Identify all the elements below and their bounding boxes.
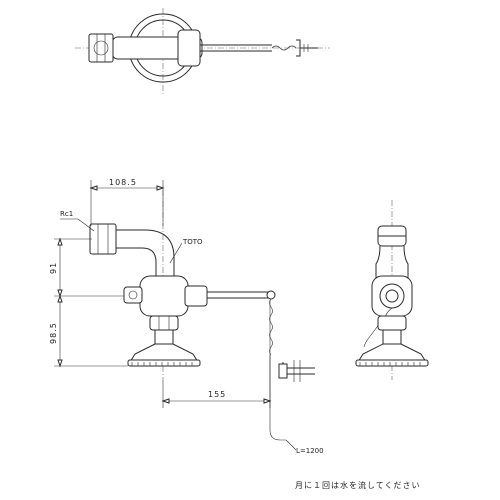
chain-leader [285, 439, 297, 451]
side-spout-rim [355, 359, 429, 367]
front-spout-bell [129, 343, 199, 363]
dim-left-arrow-3 [57, 294, 63, 303]
front-lever-end [266, 290, 276, 300]
front-spout-serration [131, 362, 193, 366]
top-nut-bore [93, 40, 109, 56]
side-pipe-left [375, 245, 381, 290]
front-view: TOTO Rc1 [60, 190, 276, 380]
brand-leader [169, 242, 183, 264]
side-spout-bell [357, 343, 427, 363]
dim-bottom-arrow-right [263, 398, 272, 404]
dim-left-arrow-2 [57, 289, 63, 298]
front-elbow-inner [116, 247, 157, 278]
top-valve-body [177, 29, 201, 67]
top-chain [271, 45, 297, 51]
front-neck-nut [149, 315, 179, 331]
dim-left-arrow-4 [57, 359, 63, 368]
stopper-rings [293, 360, 301, 382]
dim-bottom-label: 155 [208, 390, 226, 399]
side-spout-serration [359, 362, 421, 366]
dimension-bottom-horizontal: 155 [161, 300, 272, 408]
dim-top-arrow-left [89, 185, 98, 191]
side-neck-stem [382, 329, 402, 345]
top-view [75, 8, 330, 96]
dim-left-arrow-1 [57, 237, 63, 246]
side-valve-body [371, 275, 413, 317]
dimension-top-width: 108.5 [89, 178, 165, 226]
side-neck-nut [377, 315, 407, 331]
front-side-nut [123, 286, 143, 304]
dim-bottom-arrow-left [161, 398, 170, 404]
brand-label: TOTO [182, 238, 203, 246]
side-chain [363, 307, 393, 348]
front-neck-stem [154, 329, 174, 345]
front-chain [269, 298, 273, 356]
thread-leader-d [77, 218, 95, 232]
front-valve-body [139, 275, 189, 317]
front-inlet-nut [89, 223, 117, 255]
maintenance-note: 月に１回は水を流してください [295, 480, 421, 490]
dim-top-width-label: 108.5 [109, 178, 137, 187]
side-pipe-right [403, 245, 409, 290]
front-side-nut-bore [128, 290, 138, 300]
dim-left-upper-label: 91 [49, 262, 58, 274]
chain-length-label: L=1200 [296, 447, 324, 455]
front-lever-boss [184, 285, 208, 307]
stopper-assembly: L=1200 [269, 355, 324, 455]
dim-top-arrow-right [156, 185, 165, 191]
thread-label: Rc1 [60, 210, 73, 218]
front-elbow-outer [116, 229, 175, 278]
side-view [355, 200, 429, 380]
front-spout-rim [127, 359, 201, 367]
top-inlet-nut [88, 33, 114, 63]
side-valve-inner-ring [385, 289, 399, 303]
stopper-body [278, 363, 288, 379]
dim-left-lower-label: 98.5 [49, 322, 58, 344]
dimension-left: 91 98.5 [49, 237, 128, 368]
chain-length-curve [269, 355, 286, 441]
